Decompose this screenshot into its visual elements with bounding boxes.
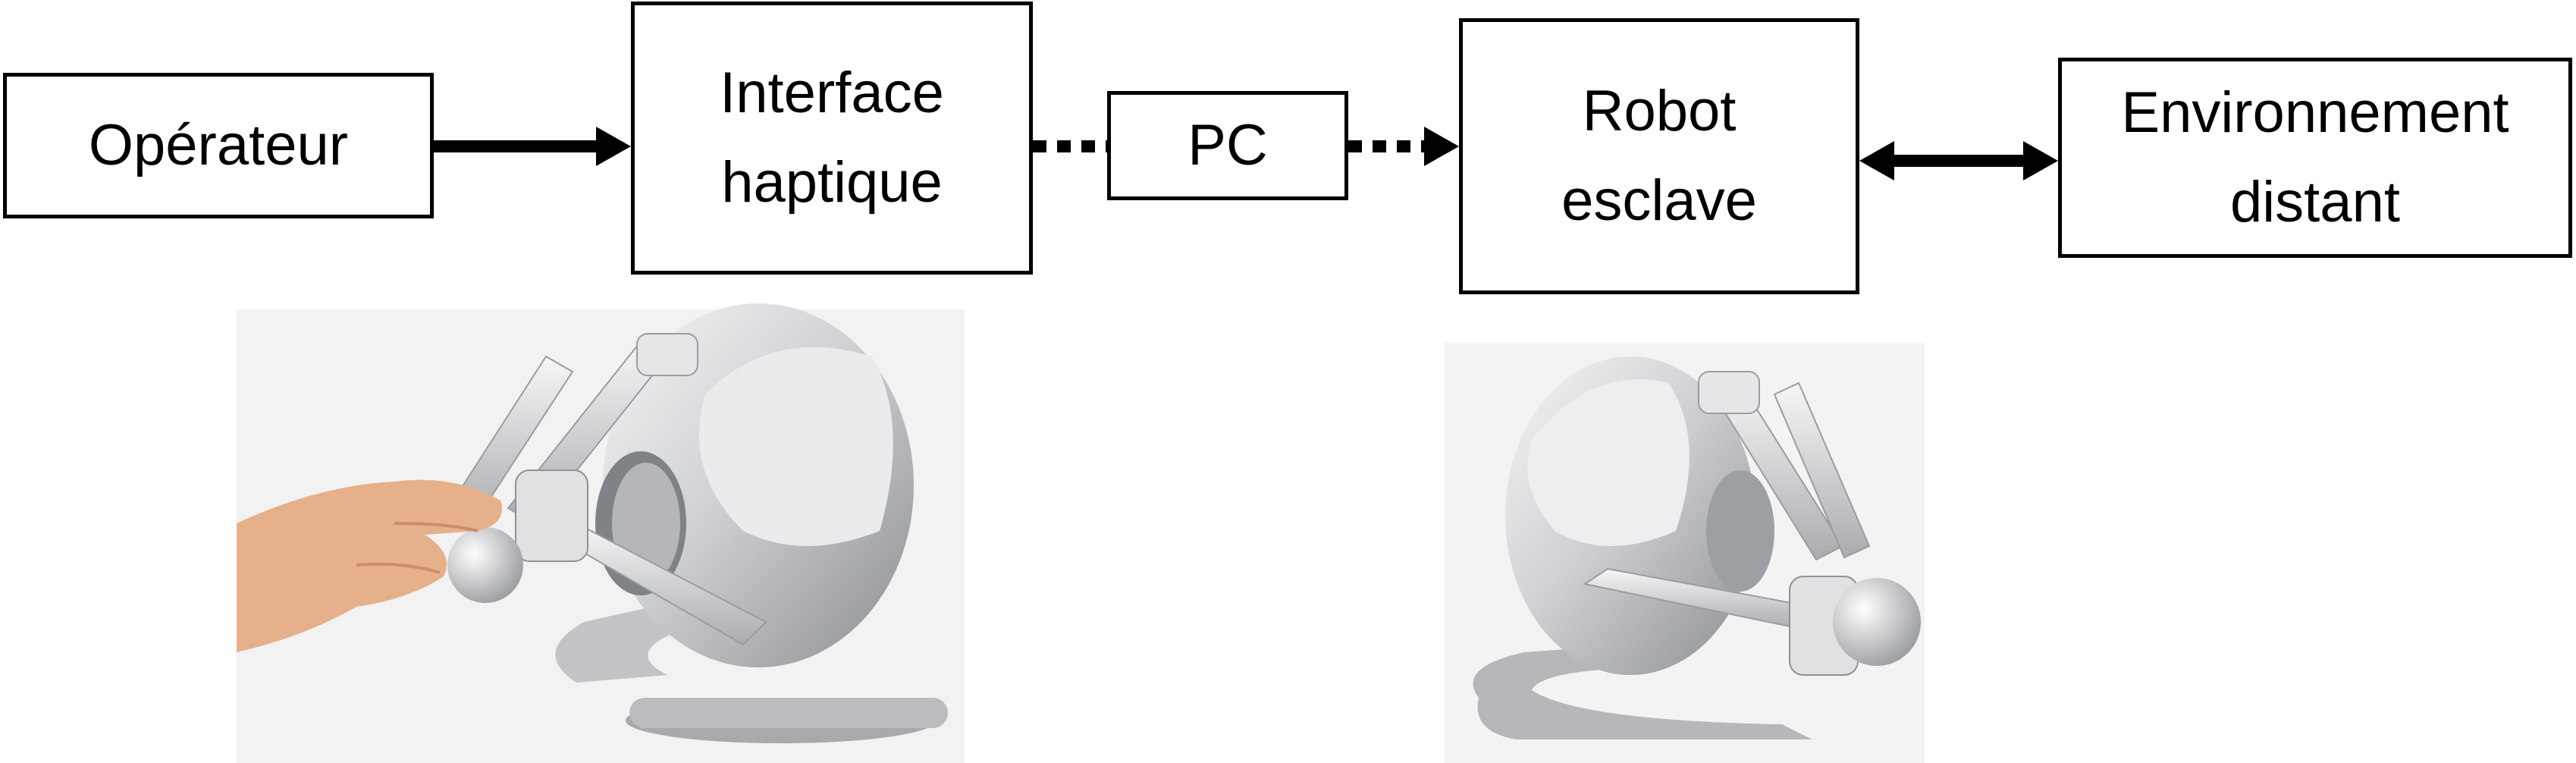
node-haptic-interface-label: Interface haptique xyxy=(720,61,944,215)
edge-robot-environment xyxy=(1859,141,2058,181)
node-operator: Opérateur xyxy=(3,73,434,218)
node-operator-label: Opérateur xyxy=(88,113,349,178)
node-slave-robot-label: Robot esclave xyxy=(1561,79,1757,233)
haptic-device-photo-left xyxy=(237,303,965,763)
node-haptic-interface: Interface haptique xyxy=(631,2,1033,275)
node-remote-environment: Environnement distant xyxy=(2058,58,2572,258)
edge-pc-to-robot xyxy=(1348,127,1459,166)
node-slave-robot: Robot esclave xyxy=(1459,18,1859,294)
node-remote-environment-label: Environnement distant xyxy=(2121,80,2509,234)
node-pc: PC xyxy=(1107,91,1348,200)
node-pc-label: PC xyxy=(1188,113,1268,178)
edge-operator-to-interface xyxy=(434,127,631,166)
haptic-device-photo-right xyxy=(1445,343,1925,763)
